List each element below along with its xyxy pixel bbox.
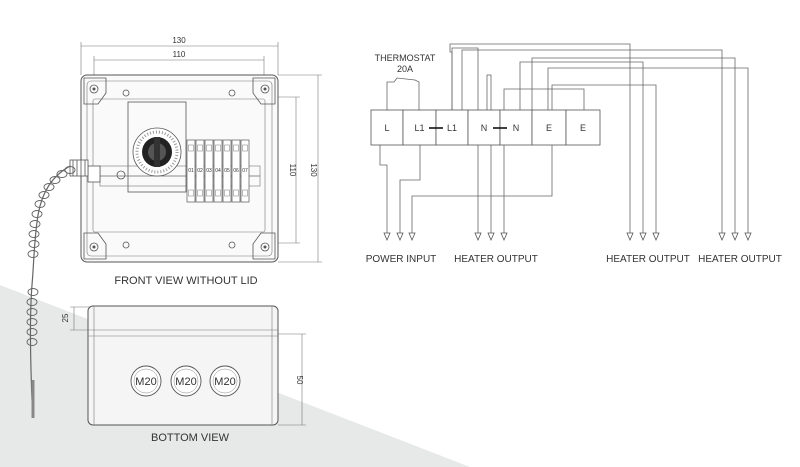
cable-ring	[34, 200, 46, 208]
output-arrow	[487, 232, 495, 242]
wiring-terminal: L	[370, 109, 404, 146]
output-arrow	[474, 232, 482, 242]
bottom-depth-small-dim: 25	[61, 313, 70, 322]
output-arrow	[652, 232, 660, 242]
output-arrow	[731, 232, 739, 242]
din-terminal-label: 02	[197, 168, 203, 174]
cable-ring	[26, 318, 38, 326]
cable-ring	[49, 176, 61, 184]
wiring-terminal: E	[565, 109, 601, 146]
din-terminal: 07	[240, 139, 250, 203]
din-terminal: 03	[204, 139, 214, 203]
wiring-terminal-label: L1	[414, 123, 424, 133]
wiring-terminal-label: N	[481, 123, 488, 133]
din-terminal: 04	[213, 139, 223, 203]
wiring-terminal: E	[531, 109, 567, 146]
din-terminal-label: 01	[188, 168, 194, 174]
cable-ring	[26, 338, 38, 346]
din-terminal: 02	[195, 139, 205, 203]
cable-ring	[38, 191, 50, 199]
cable-ring	[64, 166, 76, 174]
thermostat-dial	[116, 127, 182, 180]
cable-ring	[43, 183, 55, 191]
power-input-label: POWER INPUT	[366, 254, 437, 265]
wiring-terminal-label: N	[513, 123, 520, 133]
bottom-view-caption: BOTTOM VIEW	[151, 432, 230, 444]
output-arrow	[408, 232, 416, 242]
bottom-view: 25 50 M20 M20 M20 BOTTOM VIEW	[61, 305, 306, 444]
cable-ring	[26, 298, 38, 306]
din-terminal-label: 05	[224, 168, 230, 174]
output-arrow	[639, 232, 647, 242]
output-arrow	[744, 232, 752, 242]
cable-ring	[31, 210, 43, 218]
cable-ring	[27, 250, 39, 258]
thermostat-cable	[26, 165, 76, 418]
bottom-enclosure	[87, 305, 279, 426]
output-arrow	[626, 232, 634, 242]
cable-ring	[29, 220, 41, 228]
heater-output-label-2: HEATER OUTPUT	[606, 254, 690, 265]
output-arrows	[383, 232, 752, 242]
gland-1: M20	[130, 365, 162, 397]
cable-ring	[26, 328, 38, 336]
din-terminal: 01	[186, 139, 196, 203]
cable-ring	[27, 288, 39, 296]
gland-2: M20	[170, 365, 202, 397]
wiring-terminal-label: L	[384, 123, 389, 133]
cable-ring	[26, 308, 38, 316]
wiring-diagram: THERMOSTAT 20A L L1 L1 N N E E POWER INPUT	[366, 43, 782, 265]
front-height-inner-dim: 110	[288, 164, 297, 177]
wiring-terminal-label: E	[580, 123, 586, 133]
din-terminal-label: 04	[215, 168, 221, 174]
wiring-terminal-label: L1	[447, 123, 457, 133]
cable-ring	[28, 240, 40, 248]
din-terminal: 06	[231, 139, 241, 203]
heater-output-label-3: HEATER OUTPUT	[698, 254, 782, 265]
heater-output-label-1: HEATER OUTPUT	[454, 254, 538, 265]
gland-3-label: M20	[214, 376, 235, 388]
front-width-outer-dim: 130	[172, 36, 186, 45]
din-terminal-label: 03	[206, 168, 212, 174]
front-view: 130 110 110 130	[26, 36, 322, 418]
front-height-outer-dim: 130	[309, 163, 318, 177]
din-terminal-label: 06	[233, 168, 239, 174]
front-view-caption: FRONT VIEW WITHOUT LID	[114, 275, 257, 287]
gland-3: M20	[209, 365, 241, 397]
front-width-inner-dim: 110	[173, 50, 186, 59]
din-terminal: 05	[222, 139, 232, 203]
bottom-depth-dim: 50	[295, 376, 304, 385]
cable-ring	[56, 170, 68, 178]
output-arrow	[383, 232, 391, 242]
cable-ring	[28, 230, 40, 238]
din-terminal-label: 07	[242, 168, 248, 174]
output-arrow	[718, 232, 726, 242]
thermostat-label: THERMOSTAT	[375, 53, 436, 63]
thermostat-rating: 20A	[397, 64, 413, 74]
gland-2-label: M20	[175, 376, 196, 388]
wiring-terminal-label: E	[546, 123, 552, 133]
output-arrow	[500, 232, 508, 242]
output-arrow	[396, 232, 404, 242]
terminal-row: L L1 L1 N N E E	[370, 109, 601, 146]
gland-1-label: M20	[135, 376, 156, 388]
